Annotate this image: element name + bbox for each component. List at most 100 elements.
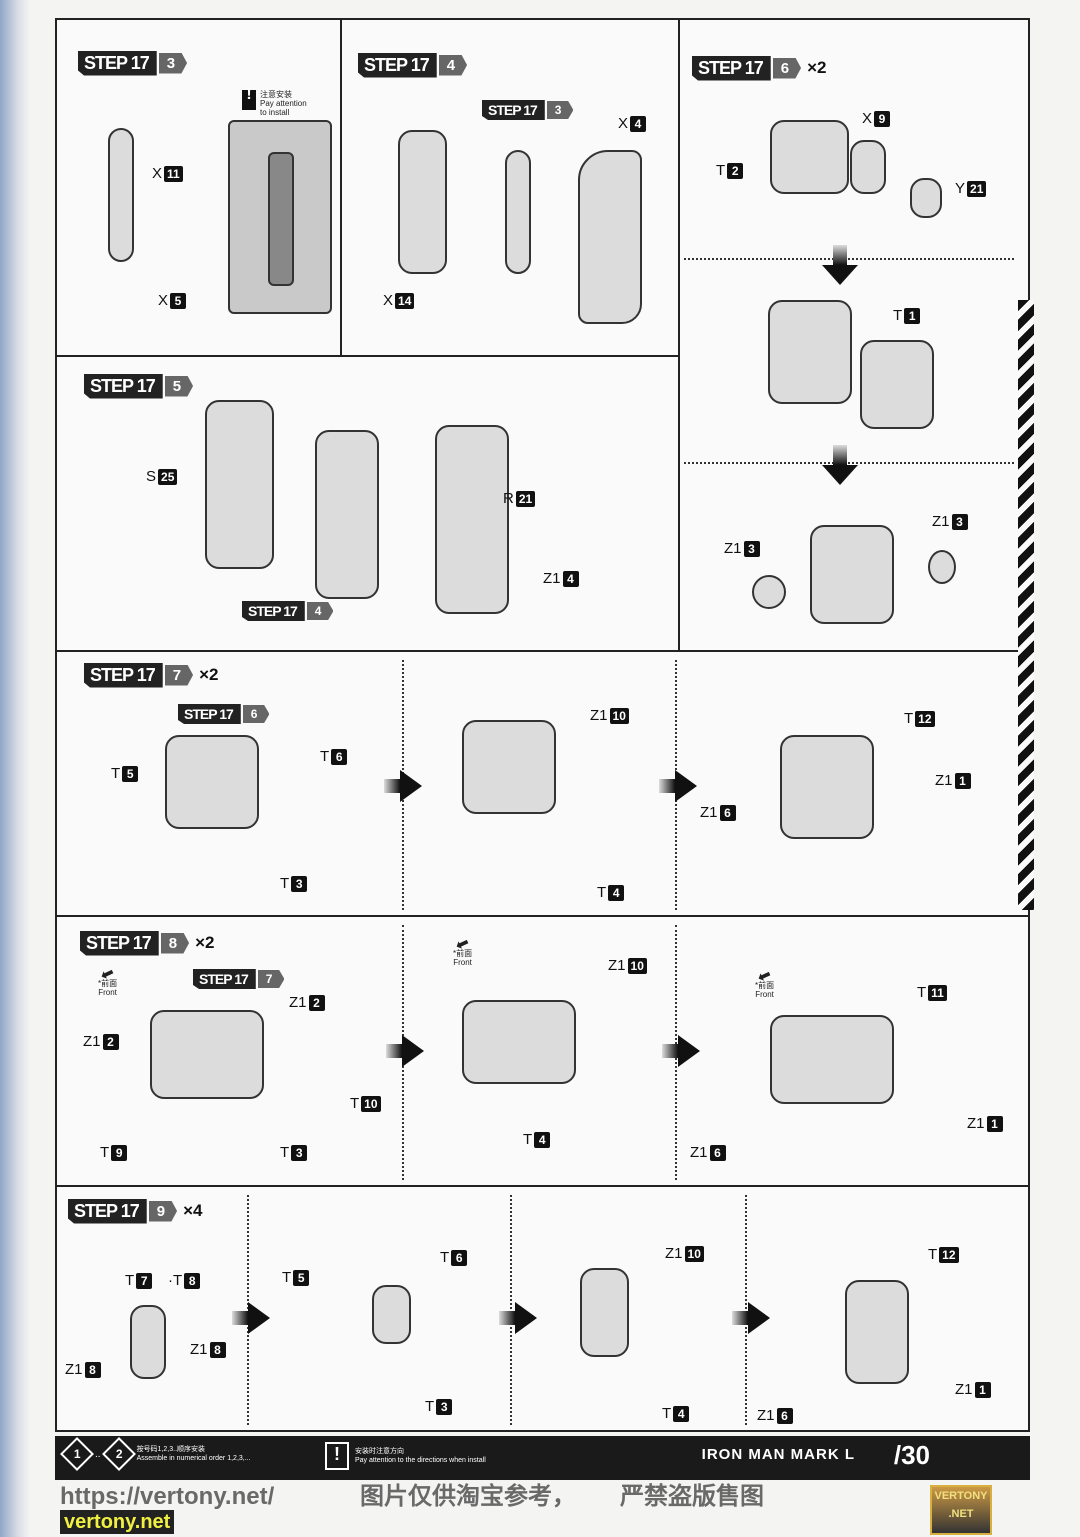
divider xyxy=(684,462,1014,464)
part-letter: Z1 xyxy=(289,994,307,1011)
part-illustration xyxy=(205,400,274,569)
arrow-front-icon: ⬅ xyxy=(97,963,118,986)
part-number: 1 xyxy=(986,1115,1003,1132)
part-letter: Z1 xyxy=(83,1033,101,1050)
part-number: 11 xyxy=(928,984,947,1001)
part-letter: T xyxy=(111,765,121,782)
step-label: STEP 17 xyxy=(78,50,157,76)
part-number: 6 xyxy=(719,804,736,821)
part-illustration xyxy=(462,720,556,814)
part-number: 3 xyxy=(436,1398,453,1415)
arrow-right-icon xyxy=(499,1302,537,1334)
arrow-right-icon xyxy=(659,770,697,802)
step-number: 6 xyxy=(772,57,802,79)
arrow-front-icon: ⬅ xyxy=(754,965,775,988)
part-number: 8 xyxy=(184,1272,201,1289)
part-number: 4 xyxy=(608,884,625,901)
part-illustration xyxy=(580,1268,629,1357)
part-illustration xyxy=(845,1280,909,1384)
part-letter: Y xyxy=(955,180,966,197)
part-number: 14 xyxy=(395,292,415,309)
part-illustration xyxy=(315,430,379,599)
divider xyxy=(510,1195,512,1425)
part-number: 10 xyxy=(684,1245,704,1262)
step-number: 7 xyxy=(164,664,194,686)
part-letter: Z1 xyxy=(700,804,718,821)
part-letter: T xyxy=(662,1405,672,1422)
arrow-right-icon xyxy=(386,1035,424,1067)
multiplier: ×2 xyxy=(199,665,219,684)
part-number: 4 xyxy=(534,1131,551,1148)
part-number: 6 xyxy=(709,1144,726,1161)
step-label: STEP 17 xyxy=(482,100,545,120)
part-number: 2 xyxy=(727,162,744,179)
direction-en: Pay attention to the directions when ins… xyxy=(355,1457,486,1464)
arrow-right-icon xyxy=(232,1302,270,1334)
front-zh: *前面 xyxy=(453,949,473,958)
part-number: 3 xyxy=(291,1144,308,1161)
part-number: 5 xyxy=(293,1269,310,1286)
part-illustration xyxy=(372,1285,411,1344)
part-number: 2 xyxy=(102,1033,119,1050)
step-label: STEP 17 xyxy=(692,55,771,81)
part-letter: T xyxy=(282,1269,292,1286)
part-letter: Z1 xyxy=(935,772,953,789)
direction-zh: 安装时注意方向 xyxy=(355,1448,404,1455)
part-illustration xyxy=(928,550,956,584)
front-zh: *前面 xyxy=(98,979,118,988)
part-illustration xyxy=(150,1010,264,1099)
step-number: 3 xyxy=(158,52,188,74)
part-number: 2 xyxy=(308,994,325,1011)
watermark-url: https://vertony.net/ xyxy=(60,1483,275,1510)
exclamation-icon: ! xyxy=(242,87,256,110)
attention-zh: 注意安装 xyxy=(260,90,292,99)
part-letter: Z1 xyxy=(757,1407,775,1424)
front-en: Front xyxy=(755,990,774,999)
exclamation-icon: ! xyxy=(325,1442,349,1470)
part-number: 3 xyxy=(743,540,760,557)
step-number: 4 xyxy=(438,54,468,76)
step-label: STEP 17 xyxy=(80,930,159,956)
part-letter: R xyxy=(503,490,514,507)
divider xyxy=(684,258,1014,260)
part-number: 21 xyxy=(967,180,987,197)
part-illustration xyxy=(462,1000,576,1084)
part-letter: T xyxy=(917,984,927,1001)
step-label: STEP 17 xyxy=(178,704,241,724)
part-illustration xyxy=(860,340,934,429)
part-letter: Z1 xyxy=(955,1381,973,1398)
part-letter: Z1 xyxy=(690,1144,708,1161)
part-letter: X xyxy=(158,292,169,309)
step-number: 8 xyxy=(160,932,190,954)
divider xyxy=(745,1195,747,1425)
part-number: 12 xyxy=(939,1246,959,1263)
page-number: /30 xyxy=(893,1440,930,1470)
step-label: STEP 17 xyxy=(358,52,437,78)
part-letter: T xyxy=(280,875,290,892)
part-letter: T xyxy=(440,1249,450,1266)
watermark-text: 图片仅供淘宝参考， xyxy=(360,1483,576,1510)
part-illustration xyxy=(435,425,509,614)
